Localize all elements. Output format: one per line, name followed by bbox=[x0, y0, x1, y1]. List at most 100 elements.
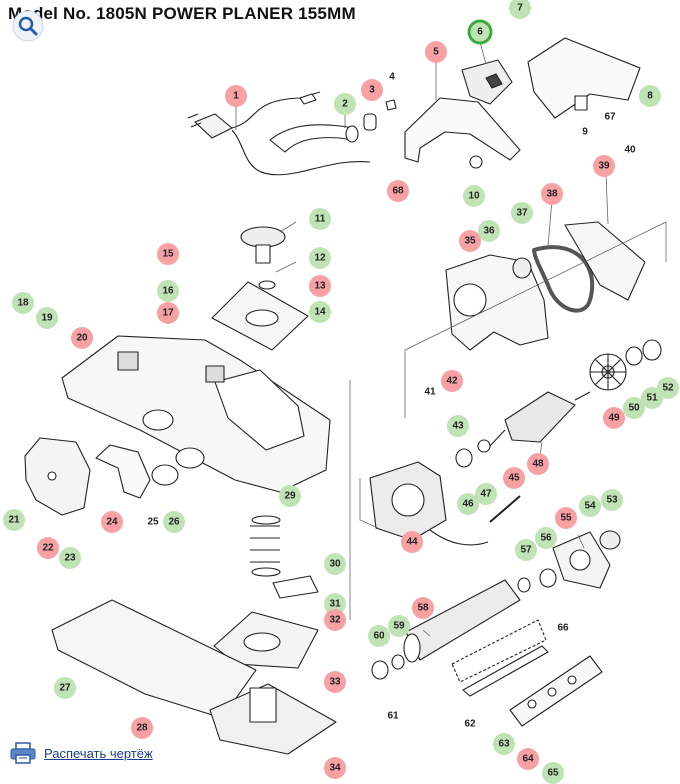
callout-24[interactable]: 24 bbox=[101, 511, 123, 533]
callout-number: 28 bbox=[136, 723, 148, 734]
magnifier-icon[interactable] bbox=[12, 10, 44, 42]
callout-8[interactable]: 8 bbox=[639, 85, 661, 107]
callout-number: 62 bbox=[464, 719, 476, 730]
callout-1[interactable]: 1 bbox=[225, 85, 247, 107]
callout-number: 38 bbox=[546, 189, 558, 200]
callout-12[interactable]: 12 bbox=[309, 247, 331, 269]
callout-28[interactable]: 28 bbox=[131, 717, 153, 739]
callout-badge bbox=[324, 553, 346, 575]
callout-16[interactable]: 16 bbox=[157, 280, 179, 302]
diagram-parts bbox=[24, 37, 667, 755]
callout-number: 14 bbox=[314, 307, 326, 318]
callout-46[interactable]: 46 bbox=[457, 493, 479, 515]
callout-number: 11 bbox=[315, 214, 326, 225]
callout-54[interactable]: 54 bbox=[579, 495, 601, 517]
callout-2[interactable]: 2 bbox=[334, 93, 356, 115]
callout-number: 66 bbox=[557, 623, 569, 634]
print-diagram-link[interactable]: Распечать чертёж bbox=[10, 742, 153, 764]
callout-63[interactable]: 63 bbox=[493, 733, 515, 755]
callout-37[interactable]: 37 bbox=[511, 202, 533, 224]
callout-number: 25 bbox=[147, 517, 159, 528]
callout-47[interactable]: 47 bbox=[475, 483, 497, 505]
callout-number: 54 bbox=[584, 501, 596, 512]
callout-number: 49 bbox=[608, 413, 620, 424]
callout-badge bbox=[309, 275, 331, 297]
callout-20[interactable]: 20 bbox=[71, 327, 93, 349]
callout-10[interactable]: 10 bbox=[463, 185, 485, 207]
callout-7[interactable]: 7 bbox=[509, 0, 531, 19]
callout-68[interactable]: 68 bbox=[387, 180, 409, 202]
callout-29[interactable]: 29 bbox=[279, 485, 301, 507]
callout-badge bbox=[309, 208, 331, 230]
callout-9[interactable]: 9 bbox=[582, 127, 588, 138]
callout-badge bbox=[324, 757, 346, 779]
callout-21[interactable]: 21 bbox=[3, 509, 25, 531]
callout-53[interactable]: 53 bbox=[601, 489, 623, 511]
callout-14[interactable]: 14 bbox=[309, 301, 331, 323]
callout-50[interactable]: 50 bbox=[623, 397, 645, 419]
callout-25[interactable]: 25 bbox=[147, 517, 159, 528]
callout-62[interactable]: 62 bbox=[464, 719, 476, 730]
callout-55[interactable]: 55 bbox=[555, 507, 577, 529]
callout-41[interactable]: 41 bbox=[424, 387, 436, 398]
callout-11[interactable]: 11 bbox=[309, 208, 331, 230]
callout-67[interactable]: 67 bbox=[604, 112, 616, 123]
callout-30[interactable]: 30 bbox=[324, 553, 346, 575]
callout-48[interactable]: 48 bbox=[527, 453, 549, 475]
callout-badge bbox=[639, 85, 661, 107]
callout-61[interactable]: 61 bbox=[387, 711, 399, 722]
callout-58[interactable]: 58 bbox=[412, 597, 434, 619]
callout-23[interactable]: 23 bbox=[59, 547, 81, 569]
callout-56[interactable]: 56 bbox=[535, 527, 557, 549]
callout-31[interactable]: 31 bbox=[324, 593, 346, 615]
callout-18[interactable]: 18 bbox=[12, 292, 34, 314]
callout-35[interactable]: 35 bbox=[459, 230, 481, 252]
callout-49[interactable]: 49 bbox=[603, 407, 625, 429]
callout-6[interactable]: 6 bbox=[467, 19, 493, 45]
callout-42[interactable]: 42 bbox=[441, 370, 463, 392]
callout-3[interactable]: 3 bbox=[361, 79, 383, 101]
callout-64[interactable]: 64 bbox=[517, 748, 539, 770]
callout-38[interactable]: 38 bbox=[541, 183, 563, 205]
callout-26[interactable]: 26 bbox=[163, 511, 185, 533]
callout-number: 34 bbox=[329, 763, 341, 774]
callout-43[interactable]: 43 bbox=[447, 415, 469, 437]
callout-34[interactable]: 34 bbox=[324, 757, 346, 779]
callout-4[interactable]: 4 bbox=[389, 72, 395, 83]
callout-badge bbox=[475, 483, 497, 505]
callout-badge bbox=[601, 489, 623, 511]
callout-number: 33 bbox=[329, 677, 341, 688]
callout-32[interactable]: 32 bbox=[324, 609, 346, 631]
callout-57[interactable]: 57 bbox=[515, 539, 537, 561]
callout-5[interactable]: 5 bbox=[425, 41, 447, 63]
callout-17[interactable]: 17 bbox=[157, 302, 179, 324]
callout-40[interactable]: 40 bbox=[624, 145, 636, 156]
callout-44[interactable]: 44 bbox=[401, 531, 423, 553]
callout-65[interactable]: 65 bbox=[542, 762, 564, 784]
callout-badge bbox=[603, 407, 625, 429]
callout-60[interactable]: 60 bbox=[368, 625, 390, 647]
callout-number: 27 bbox=[59, 683, 71, 694]
callout-19[interactable]: 19 bbox=[36, 307, 58, 329]
callout-badge bbox=[467, 19, 493, 45]
callout-13[interactable]: 13 bbox=[309, 275, 331, 297]
callout-39[interactable]: 39 bbox=[593, 155, 615, 177]
callout-number: 55 bbox=[560, 513, 572, 524]
callout-66[interactable]: 66 bbox=[557, 623, 569, 634]
callout-52[interactable]: 52 bbox=[657, 377, 679, 399]
callout-number: 31 bbox=[329, 599, 341, 610]
callout-51[interactable]: 51 bbox=[641, 387, 663, 409]
callout-number: 67 bbox=[604, 112, 616, 123]
callout-number: 6 bbox=[477, 27, 483, 38]
callout-number: 43 bbox=[452, 421, 464, 432]
callout-badge bbox=[509, 0, 531, 19]
callout-22[interactable]: 22 bbox=[37, 537, 59, 559]
callout-27[interactable]: 27 bbox=[54, 677, 76, 699]
callout-number: 3 bbox=[369, 85, 375, 96]
callout-36[interactable]: 36 bbox=[478, 220, 500, 242]
callout-badge bbox=[334, 93, 356, 115]
callout-15[interactable]: 15 bbox=[157, 243, 179, 265]
callout-59[interactable]: 59 bbox=[388, 615, 410, 637]
callout-45[interactable]: 45 bbox=[503, 467, 525, 489]
callout-33[interactable]: 33 bbox=[324, 671, 346, 693]
